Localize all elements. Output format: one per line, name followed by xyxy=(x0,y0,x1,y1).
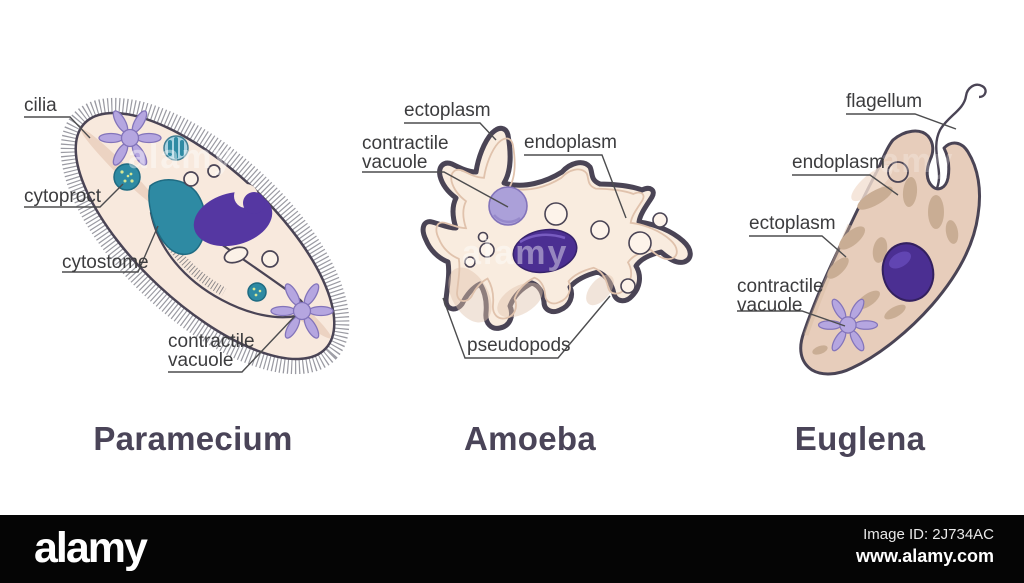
title-amoeba: Amoeba xyxy=(464,420,596,457)
paramecium-drawing xyxy=(60,97,350,375)
chloroplasts xyxy=(812,177,959,355)
label-cytostome: cytostome xyxy=(62,252,149,273)
food-vacuoles xyxy=(113,135,279,302)
leader-line-flagellum xyxy=(846,113,957,130)
label-cilia: cilia xyxy=(24,95,57,116)
label-ectoplasm: ectoplasm xyxy=(404,100,491,121)
amoeba-nucleus xyxy=(512,228,578,274)
diagram-canvas: alamy alamy alamy cilia cytoproct cytost… xyxy=(24,83,987,457)
alamy-logo: alamy xyxy=(34,524,148,572)
label-paramecium-contractile-vacuole: contractile vacuole xyxy=(168,331,255,371)
label-flagellum: flagellum xyxy=(846,91,923,112)
leader-line-cytoproct xyxy=(24,183,124,208)
euglena-drawing xyxy=(799,83,987,376)
label-euglena-endoplasm: endoplasm xyxy=(792,152,885,173)
label-pseudopods: pseudopods xyxy=(467,335,571,356)
leader-line-euglena-contractile-vacuole xyxy=(737,310,846,327)
amoeba-vacuoles xyxy=(464,202,668,294)
leader-line-cytostome xyxy=(62,225,159,273)
cilia-fringe xyxy=(60,97,350,375)
website-text: www.alamy.com xyxy=(855,546,994,566)
label-endoplasm: endoplasm xyxy=(524,132,617,153)
leader-lines xyxy=(24,113,957,373)
leader-line-amoeba-contractile-vacuole xyxy=(362,171,509,208)
label-cytoproct: cytoproct xyxy=(24,186,102,207)
leader-line-endoplasm xyxy=(524,154,627,219)
label-euglena-contractile-vacuole: contractile vacuole xyxy=(737,276,824,316)
footer-bar: alamy Image ID: 2J734AC www.alamy.com xyxy=(0,515,1024,583)
amoeba-contractile-vacuole xyxy=(488,186,528,226)
leader-line-pseudopods xyxy=(442,295,611,359)
leader-line-euglena-endoplasm xyxy=(792,174,899,196)
leader-line-ectoplasm xyxy=(404,122,497,141)
label-amoeba-contractile-vacuole: contractile vacuole xyxy=(362,133,449,173)
amoeba-drawing xyxy=(420,125,693,331)
image-id-text: Image ID: 2J734AC xyxy=(863,526,994,543)
leader-line-cilia xyxy=(24,116,91,139)
footer-credits: Image ID: 2J734AC www.alamy.com xyxy=(856,526,994,567)
diagram-artwork xyxy=(24,83,987,376)
title-paramecium: Paramecium xyxy=(93,420,293,457)
cytostome-shape xyxy=(148,179,207,256)
leader-line-paramecium-contractile-vacuole xyxy=(168,315,296,373)
micronucleus xyxy=(243,192,265,214)
label-euglena-ectoplasm: ectoplasm xyxy=(749,213,836,234)
leader-line-euglena-ectoplasm xyxy=(749,235,847,258)
title-euglena: Euglena xyxy=(794,420,926,457)
flagellum-shape xyxy=(935,83,987,189)
